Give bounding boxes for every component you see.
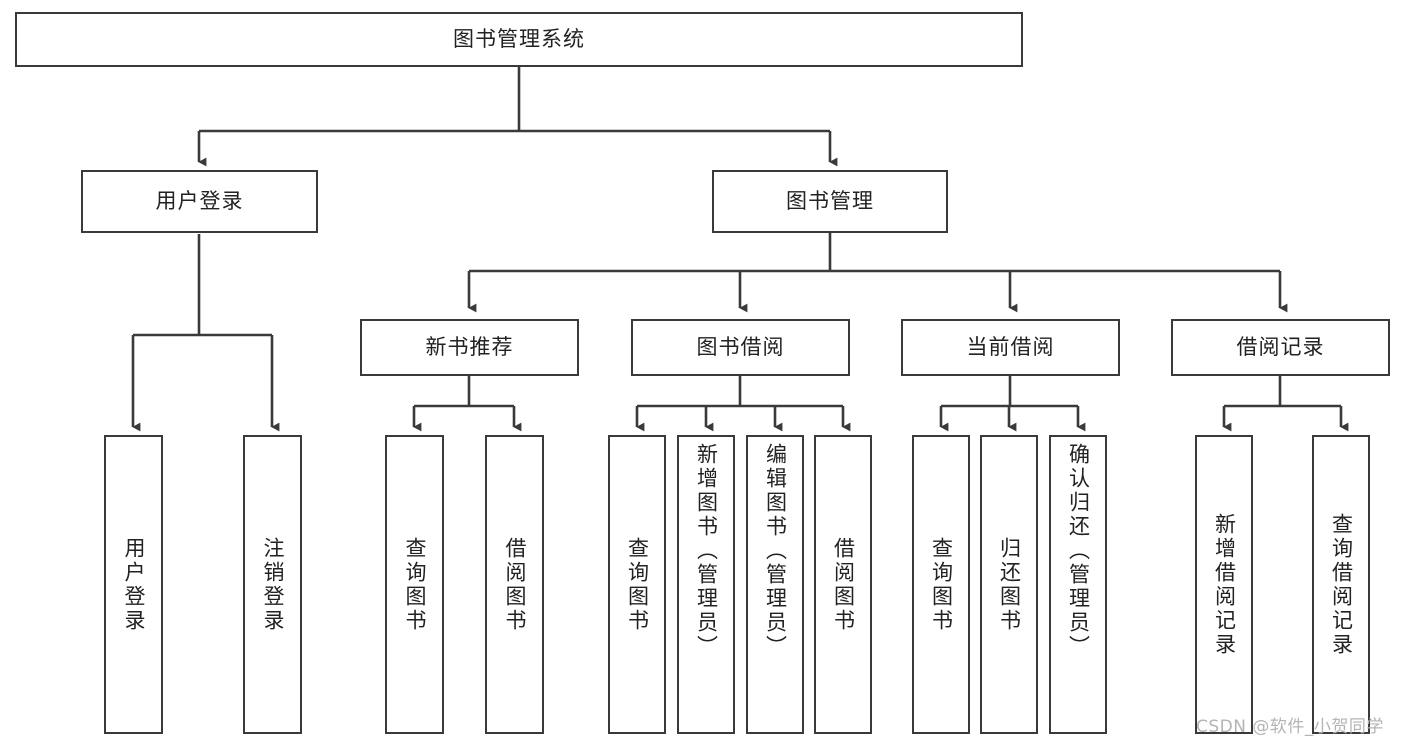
node-current-borrow[interactable]: 当前借阅	[901, 319, 1120, 376]
leaf-edit-book-admin-label: 编辑图书（管理员）	[763, 443, 788, 659]
leaf-query-books-borrow[interactable]: 查询图书	[608, 435, 666, 734]
leaf-query-books-borrow-label: 查询图书	[625, 536, 650, 633]
node-user-login-label: 用户登录	[155, 189, 244, 214]
leaf-query-books-recommend[interactable]: 查询图书	[385, 435, 444, 734]
leaf-borrow-book-borrow[interactable]: 借阅图书	[814, 435, 872, 734]
leaf-confirm-return-admin-label: 确认归还（管理员）	[1066, 443, 1091, 659]
leaf-user-login[interactable]: 用户登录	[104, 435, 163, 734]
node-root-label: 图书管理系统	[453, 27, 585, 52]
node-book-management[interactable]: 图书管理	[712, 170, 948, 233]
node-new-book-recommend[interactable]: 新书推荐	[360, 319, 579, 376]
leaf-confirm-return-admin[interactable]: 确认归还（管理员）	[1049, 435, 1107, 734]
leaf-borrow-books-recommend[interactable]: 借阅图书	[485, 435, 544, 734]
leaf-return-book[interactable]: 归还图书	[980, 435, 1038, 734]
leaf-query-borrow-record-label: 查询借阅记录	[1329, 512, 1354, 657]
leaf-query-books-recommend-label: 查询图书	[403, 536, 427, 633]
leaf-add-borrow-record[interactable]: 新增借阅记录	[1195, 435, 1253, 734]
leaf-user-logout[interactable]: 注销登录	[243, 435, 302, 734]
leaf-edit-book-admin[interactable]: 编辑图书（管理员）	[746, 435, 804, 734]
node-borrow-records[interactable]: 借阅记录	[1171, 319, 1390, 376]
leaf-add-book-admin[interactable]: 新增图书（管理员）	[677, 435, 735, 734]
leaf-query-borrow-record[interactable]: 查询借阅记录	[1312, 435, 1370, 734]
leaf-user-login-label: 用户登录	[122, 536, 146, 633]
leaf-return-book-label: 归还图书	[997, 536, 1022, 633]
node-user-login[interactable]: 用户登录	[81, 170, 318, 233]
node-current-borrow-label: 当前借阅	[966, 335, 1055, 360]
node-new-book-recommend-label: 新书推荐	[425, 335, 514, 360]
node-borrow-records-label: 借阅记录	[1236, 335, 1325, 360]
leaf-add-book-admin-label: 新增图书（管理员）	[694, 443, 719, 659]
leaf-user-logout-label: 注销登录	[261, 536, 285, 633]
node-book-borrow[interactable]: 图书借阅	[631, 319, 850, 376]
leaf-borrow-books-recommend-label: 借阅图书	[503, 536, 527, 633]
leaf-borrow-book-borrow-label: 借阅图书	[831, 536, 856, 633]
leaf-add-borrow-record-label: 新增借阅记录	[1212, 512, 1237, 657]
node-book-management-label: 图书管理	[786, 189, 874, 214]
node-book-borrow-label: 图书借阅	[696, 335, 785, 360]
node-root[interactable]: 图书管理系统	[15, 12, 1023, 67]
leaf-query-books-current[interactable]: 查询图书	[912, 435, 970, 734]
leaf-query-books-current-label: 查询图书	[929, 536, 954, 633]
